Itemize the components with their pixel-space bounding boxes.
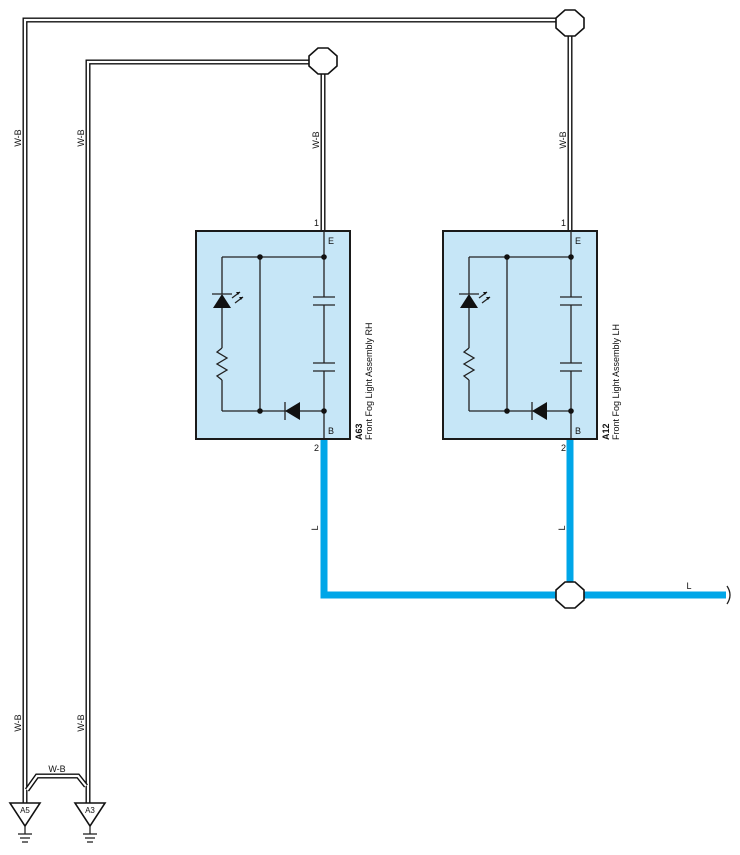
component-name: Front Fog Light Assembly RH <box>364 322 374 440</box>
ground-point-a3[interactable]: A3 <box>73 802 107 843</box>
pin-number-bottom: 2 <box>314 443 319 453</box>
pin-number-bottom: 2 <box>561 443 566 453</box>
component-code: A12 <box>601 423 611 440</box>
wire-wb-ground-link[interactable] <box>24 773 88 792</box>
internal-circuit <box>459 231 582 438</box>
component-name: Front Fog Light Assembly LH <box>611 324 621 440</box>
wire-label-wb: W-B <box>311 131 321 148</box>
wire-label-wb: W-B <box>76 714 86 731</box>
pin-letter-bottom: B <box>328 426 334 436</box>
pin-number-top: 1 <box>314 218 319 228</box>
component-code: A63 <box>354 423 364 440</box>
diode-icon <box>532 402 547 420</box>
wire-label-wb: W-B <box>558 131 568 148</box>
wire-label-wb: W-B <box>13 714 23 731</box>
ground-label: A3 <box>85 806 95 815</box>
pin-number-top: 1 <box>561 218 566 228</box>
led-icon <box>213 294 231 308</box>
wire-label-wb: W-B <box>13 129 23 146</box>
wire-continuation-mark <box>726 585 731 605</box>
led-icon <box>460 294 478 308</box>
ground-point-a5[interactable]: A5 <box>8 802 42 843</box>
wire-label-l: L <box>310 525 320 530</box>
diode-icon <box>285 402 300 420</box>
wire-label-l: L <box>557 525 567 530</box>
component-fog-light-rh[interactable]: 1 E 2 B A63 Front Fog Light Assembly RH <box>195 218 374 453</box>
wire-l[interactable] <box>320 438 726 599</box>
wire-wb-ground-a5[interactable] <box>22 17 560 805</box>
splice-junction-top-left <box>308 47 338 75</box>
pin-letter-top: E <box>328 236 334 246</box>
wire-wb-ground-a3[interactable] <box>85 59 313 805</box>
splice-junction-top-right <box>555 9 585 37</box>
wire-label-wb: W-B <box>48 764 65 774</box>
splice-junction-blue <box>555 581 585 609</box>
pin-letter-bottom: B <box>575 426 581 436</box>
wire-label-wb: W-B <box>76 129 86 146</box>
component-fog-light-lh[interactable]: 1 E 2 B A12 Front Fog Light Assembly LH <box>442 218 621 453</box>
ground-label: A5 <box>20 806 30 815</box>
wire-label-l: L <box>686 581 691 591</box>
internal-circuit <box>212 231 335 438</box>
pin-letter-top: E <box>575 236 581 246</box>
